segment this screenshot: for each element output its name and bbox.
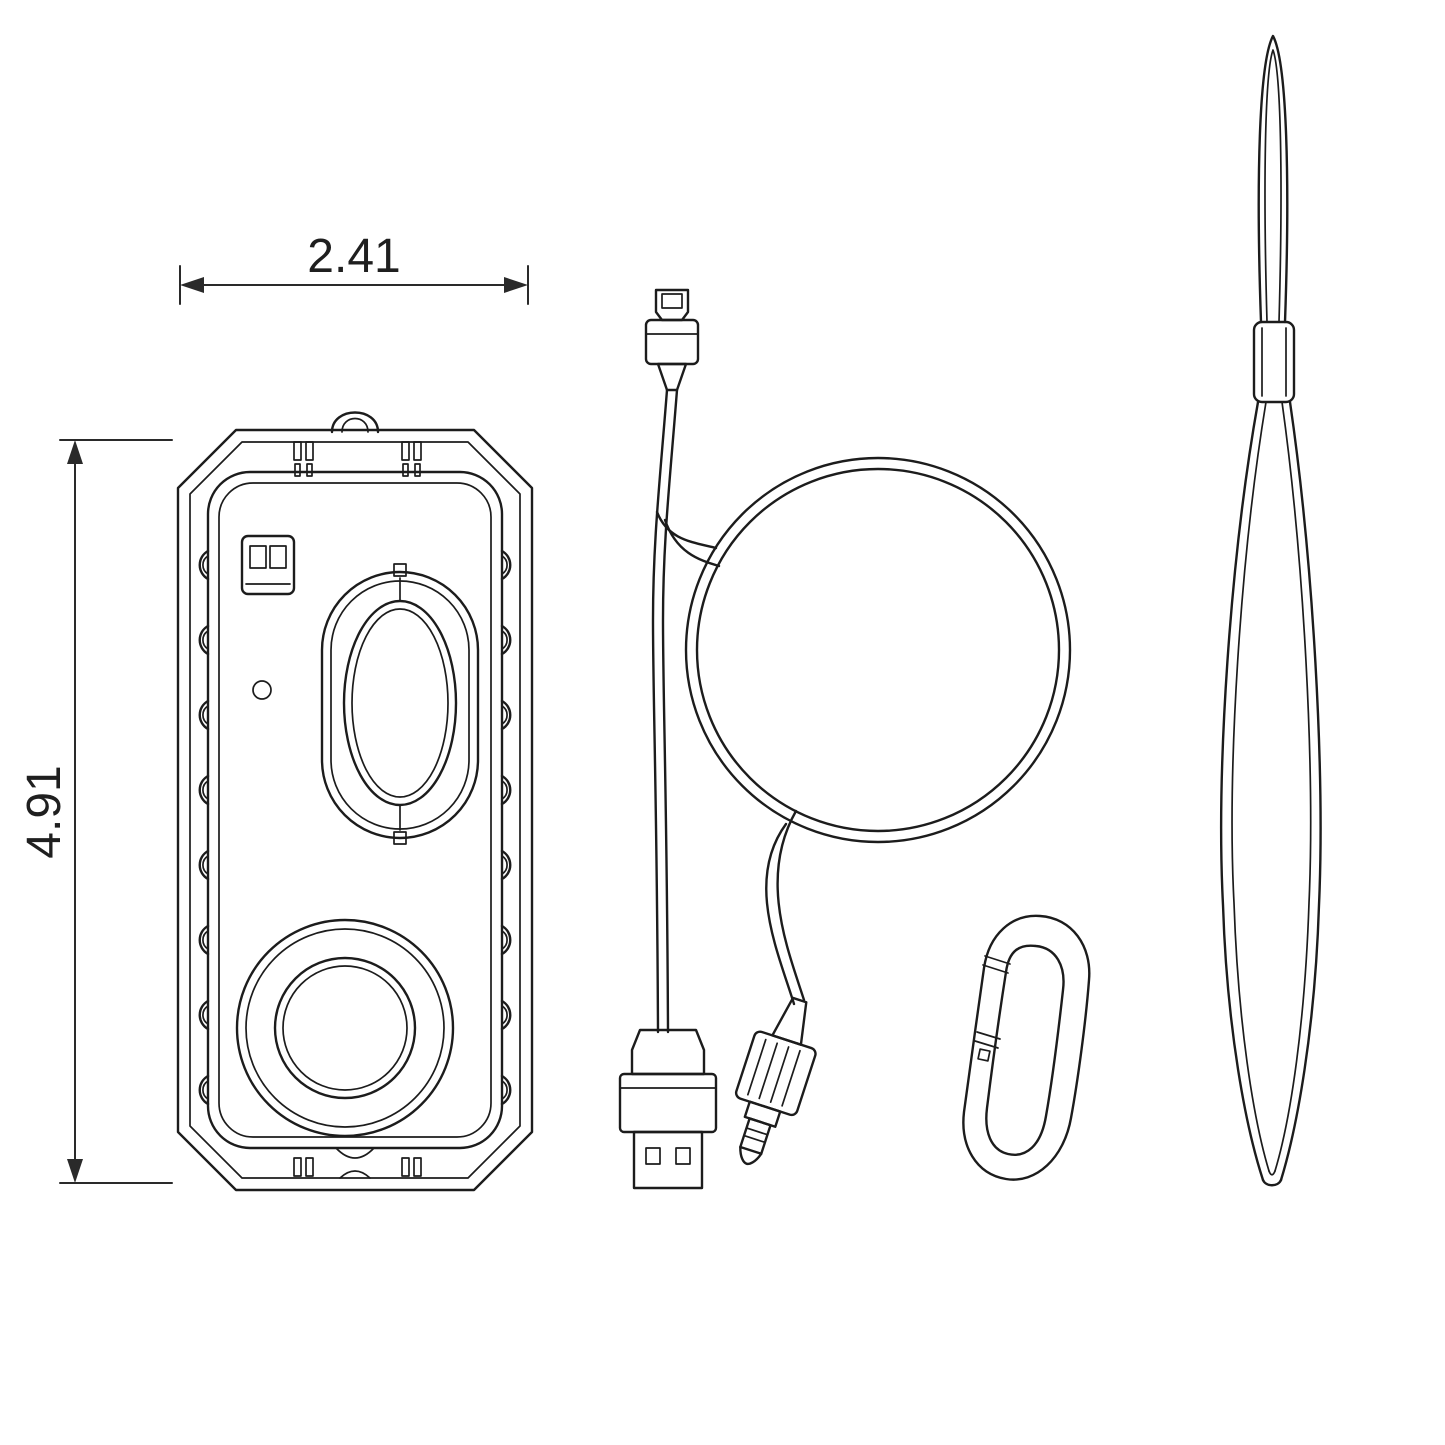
arrow-up-icon bbox=[67, 440, 83, 464]
arrow-right-icon bbox=[504, 277, 528, 293]
aux-plug bbox=[734, 996, 817, 1166]
arrow-left-icon bbox=[180, 277, 204, 293]
carabiner-drawing bbox=[962, 914, 1091, 1181]
width-dimension: 2.41 bbox=[179, 230, 529, 305]
width-dimension-label: 2.41 bbox=[307, 230, 400, 283]
carabiner-body-outline bbox=[962, 914, 1091, 1181]
bottom-clip-marks bbox=[293, 1147, 422, 1179]
case-face-outline bbox=[206, 470, 504, 1150]
lanyard-large-loop bbox=[1220, 400, 1322, 1187]
side-grip-bumps-left bbox=[198, 549, 210, 1106]
height-dimension-label: 4.91 bbox=[18, 765, 71, 858]
top-clip-marks bbox=[293, 441, 422, 477]
height-dimension: 4.91 bbox=[18, 439, 173, 1184]
lanyard-small-loop bbox=[1257, 34, 1289, 324]
lower-speaker-circle bbox=[235, 918, 455, 1138]
usb-aux-cable-drawing bbox=[618, 288, 1072, 1190]
cable-run-left-edge bbox=[651, 388, 669, 1034]
case-outer-frame bbox=[176, 428, 534, 1192]
lanyard-drawing bbox=[1220, 34, 1322, 1187]
cable-loop bbox=[655, 456, 1072, 1006]
case-inner-frame bbox=[189, 441, 521, 1179]
micro-usb-connector bbox=[644, 288, 700, 392]
upper-oval-cutout bbox=[320, 563, 480, 845]
lanyard-crimp bbox=[1252, 320, 1296, 404]
cable-run-right-edge bbox=[661, 388, 679, 1034]
carabiner-inner-outline bbox=[985, 944, 1065, 1156]
indicator-dot bbox=[252, 680, 272, 700]
side-grip-bumps-right bbox=[500, 549, 512, 1106]
case-face-inner-outline bbox=[218, 482, 492, 1138]
hang-tab bbox=[330, 411, 380, 434]
carabiner-gate-marks bbox=[974, 955, 1011, 1062]
arrow-down-icon bbox=[67, 1159, 83, 1183]
speaker-case-drawing bbox=[176, 411, 534, 1192]
usb-a-connector bbox=[618, 1028, 718, 1190]
latch-button bbox=[240, 534, 296, 596]
